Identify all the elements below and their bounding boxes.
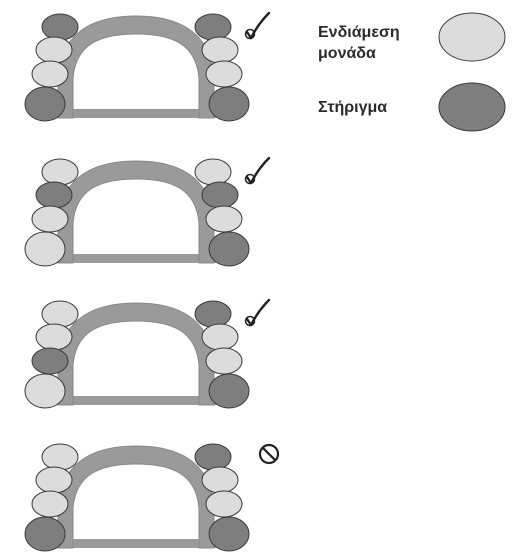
- dental-arch-diagram: [24, 158, 250, 267]
- abutment-tooth: [201, 181, 239, 209]
- pontic-tooth: [31, 205, 69, 233]
- abutment-tooth: [194, 300, 232, 328]
- dental-arch-diagram: [24, 13, 250, 122]
- legend-label-pontic-line2: μονάδα: [318, 45, 376, 62]
- abutment-tooth: [24, 516, 66, 552]
- abutment-tooth: [208, 516, 250, 552]
- abutment-tooth: [194, 443, 232, 471]
- pontic-tooth: [35, 466, 73, 494]
- abutment-tooth: [194, 13, 232, 41]
- abutment-tooth: [208, 86, 250, 122]
- abutment-tooth: [24, 86, 66, 122]
- pontic-tooth: [201, 323, 239, 351]
- pontic-tooth: [201, 36, 239, 64]
- pontic-tooth: [205, 205, 243, 233]
- legend-swatch-abutment: [438, 82, 506, 132]
- checkmark-icon: [244, 11, 271, 40]
- pontic-tooth: [41, 158, 79, 186]
- pontic-tooth: [205, 490, 243, 518]
- checkmark-icon: [244, 156, 271, 185]
- pontic-tooth: [41, 300, 79, 328]
- arch-shape: [57, 302, 215, 406]
- pontic-tooth: [35, 36, 73, 64]
- pontic-tooth: [24, 231, 66, 267]
- abutment-tooth: [208, 373, 250, 409]
- checkmark-icon: [244, 298, 271, 327]
- abutment-tooth: [41, 13, 79, 41]
- pontic-tooth: [41, 443, 79, 471]
- prohibited-icon: [258, 443, 280, 465]
- pontic-tooth: [205, 347, 243, 375]
- abutment-tooth: [31, 347, 69, 375]
- arch-base-bar: [56, 539, 216, 548]
- pontic-tooth: [31, 490, 69, 518]
- arch-shape: [57, 160, 215, 264]
- dental-arch-diagram: [24, 443, 250, 552]
- legend-label-pontic-line1: Ενδιάμεση: [318, 24, 400, 41]
- arch-base-bar: [56, 254, 216, 263]
- abutment-tooth: [35, 181, 73, 209]
- arch-shape: [57, 445, 215, 549]
- pontic-tooth: [24, 373, 66, 409]
- abutment-tooth: [208, 231, 250, 267]
- legend-label-abutment: Στήριγμα: [318, 99, 388, 116]
- pontic-tooth: [205, 60, 243, 88]
- arch-shape: [57, 15, 215, 119]
- dental-arch-diagram: [24, 300, 250, 409]
- arch-base-bar: [56, 109, 216, 118]
- pontic-tooth: [201, 466, 239, 494]
- pontic-tooth: [194, 158, 232, 186]
- legend-swatch-pontic: [438, 12, 506, 62]
- pontic-tooth: [31, 60, 69, 88]
- pontic-tooth: [35, 323, 73, 351]
- arch-base-bar: [56, 396, 216, 405]
- legend-label-pontic: Ενδιάμεση μονάδα: [318, 22, 438, 64]
